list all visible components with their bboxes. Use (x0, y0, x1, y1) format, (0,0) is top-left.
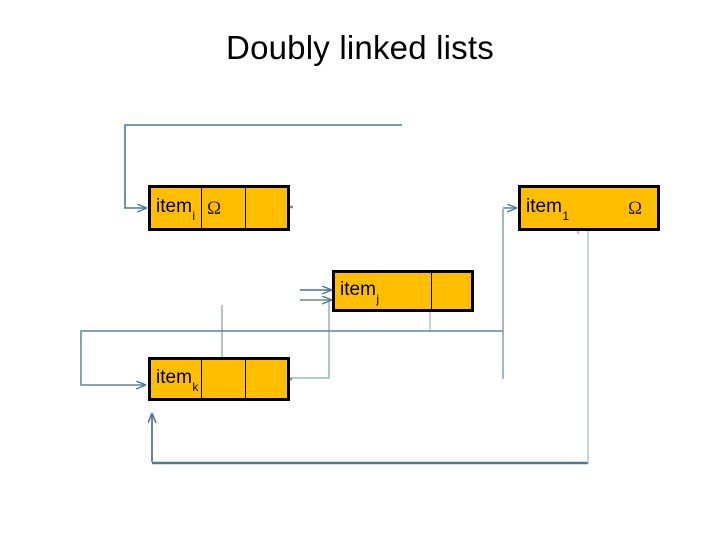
wire-mid-long-to-item-k (80, 330, 503, 385)
node-item-1-data-cell: item1 (521, 188, 613, 228)
node-item-k-data-cell: itemk (151, 360, 201, 398)
node-item-k[interactable]: itemk (148, 357, 290, 401)
node-item-k-prev-cell (201, 360, 245, 398)
node-item-1[interactable]: item1 Ω (518, 185, 660, 231)
node-item-i-next-cell (245, 188, 287, 228)
omega-icon: Ω (207, 197, 222, 219)
page-title: Doubly linked lists (226, 29, 494, 66)
node-item-i-label: itemi (156, 196, 196, 223)
wire-top-back-to-item-i (124, 124, 402, 208)
node-item-j-label: itemj (340, 279, 380, 306)
node-item-j-data-cell: itemj (335, 273, 431, 309)
node-item-k-next-cell (245, 360, 287, 398)
node-item-i[interactable]: itemi Ω (148, 185, 290, 231)
node-item-1-label: item1 (526, 196, 570, 223)
node-item-i-prev-cell: Ω (201, 188, 245, 228)
node-item-i-data-cell: itemi (151, 188, 201, 228)
omega-icon: Ω (627, 197, 643, 219)
node-item-k-label: itemk (156, 367, 199, 394)
node-item-1-pointer-cell: Ω (613, 188, 657, 228)
node-item-j-next-cell (431, 273, 471, 309)
node-item-j[interactable]: itemj (332, 270, 474, 312)
